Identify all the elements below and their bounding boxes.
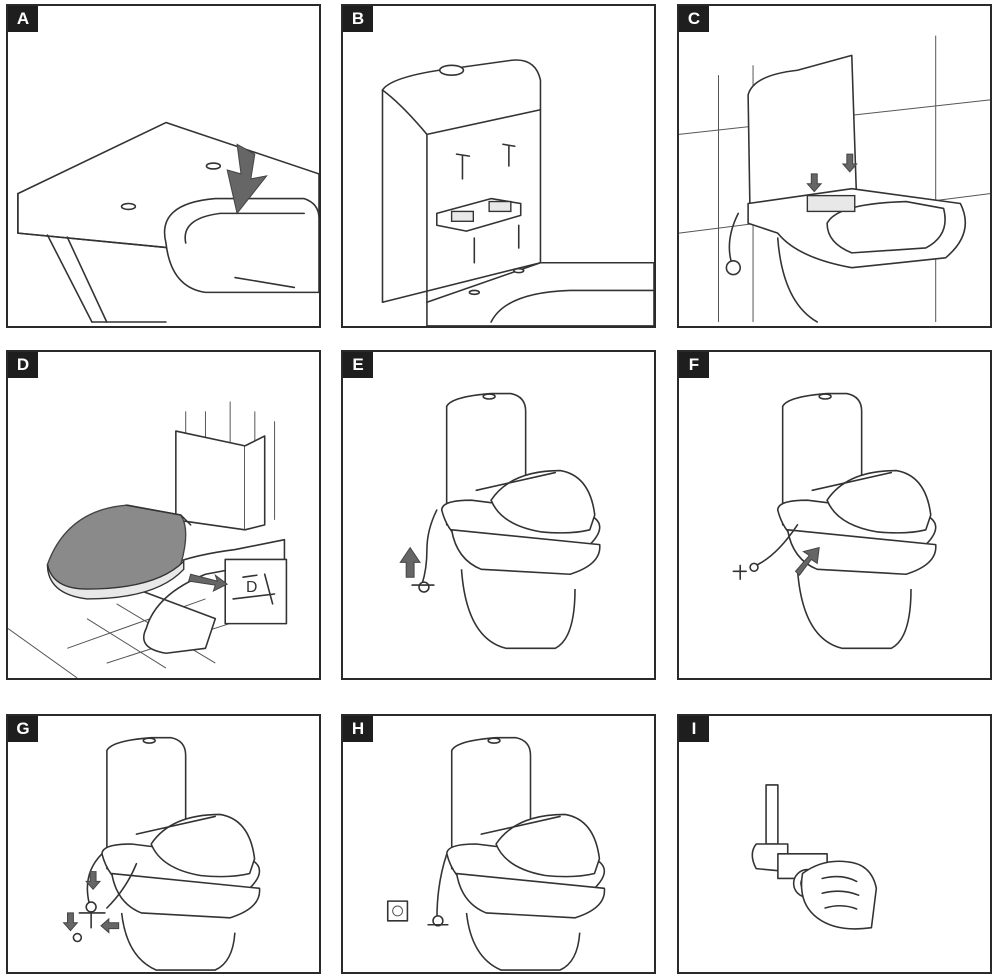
panel-label-g: G	[8, 716, 38, 742]
panel-a: A	[6, 4, 321, 328]
panel-c: C	[677, 4, 992, 328]
step-c-illustration	[679, 35, 990, 323]
up-right-arrow-icon	[794, 546, 820, 576]
panel-label-d: D	[8, 352, 38, 378]
down-arrow-icon	[62, 912, 79, 932]
panel-label-b: B	[343, 6, 373, 32]
panel-label-a: A	[8, 6, 38, 32]
down-arrow-icon	[806, 173, 823, 193]
panel-d: D D	[6, 350, 321, 680]
left-arrow-icon	[100, 917, 120, 934]
up-arrow-icon	[399, 546, 421, 578]
down-arrow-icon	[841, 153, 858, 173]
panel-b: B	[341, 4, 656, 328]
down-arrow-icon	[226, 143, 268, 215]
step-i-illustration	[751, 784, 878, 930]
panel-label-c: C	[679, 6, 709, 32]
wall-outlet-icon	[386, 900, 409, 922]
panel-label-e: E	[343, 352, 373, 378]
panel-label-f: F	[679, 352, 709, 378]
step-a-illustration	[17, 121, 319, 323]
panel-label-h: H	[343, 716, 373, 742]
panel-g: G	[6, 714, 321, 974]
right-arrow-icon	[188, 573, 229, 592]
detail-callout-letter: D	[246, 579, 257, 596]
step-f-illustration	[732, 392, 937, 650]
step-g-illustration	[62, 736, 261, 971]
step-h-illustration	[386, 736, 606, 971]
down-arrow-icon	[85, 871, 102, 891]
step-d-illustration: D	[8, 401, 288, 678]
panel-f: F	[677, 350, 992, 680]
step-b-illustration	[381, 59, 654, 326]
panel-i: I	[677, 714, 992, 974]
step-e-illustration	[399, 392, 601, 650]
panel-label-i: I	[679, 716, 709, 742]
detail-callout	[224, 558, 288, 625]
panel-h: H	[341, 714, 656, 974]
panel-e: E	[341, 350, 656, 680]
